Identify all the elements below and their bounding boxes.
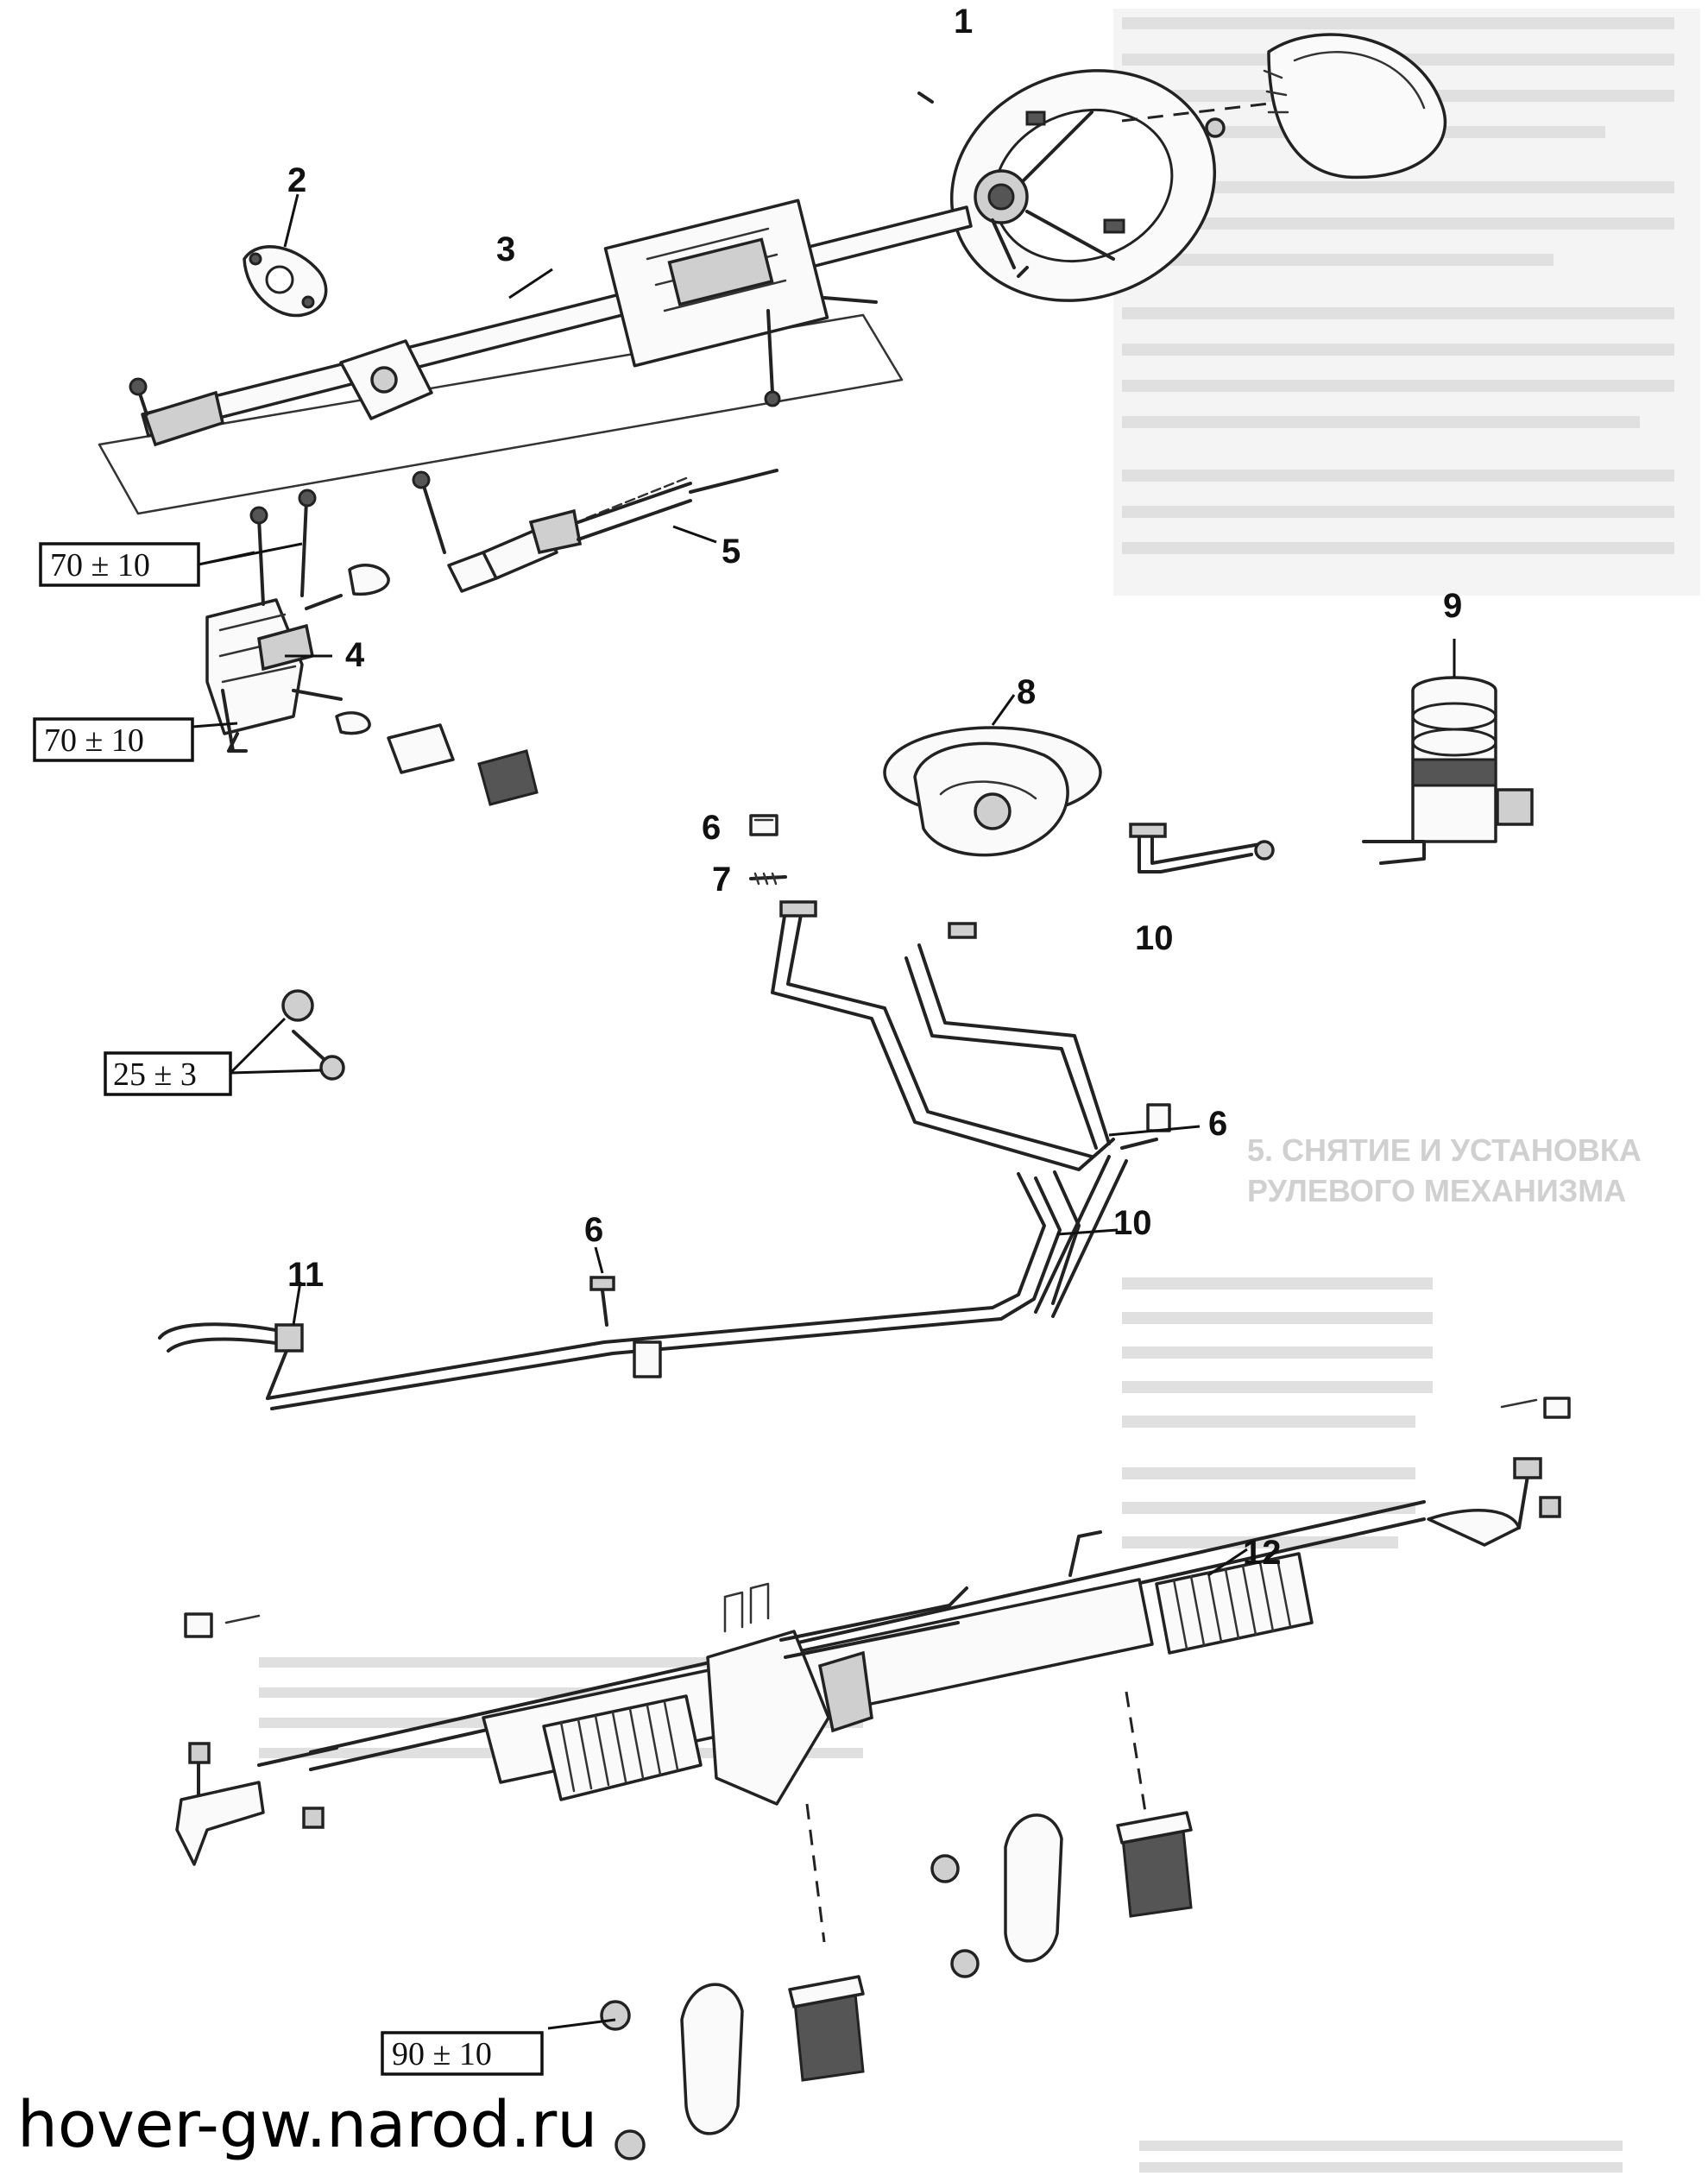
callout-10-main: 10 [1113, 1204, 1152, 1242]
torque-text-4: 90 ± 10 [392, 2036, 492, 2072]
callout-12: 12 [1243, 1534, 1282, 1572]
part-9-reservoir [1362, 639, 1534, 865]
part-10-hose-assembly [266, 900, 1201, 1410]
callout-labels: 1 2 3 4 5 6 7 8 9 10 6 10 6 11 12 [287, 3, 1462, 1572]
part-8-pump [883, 694, 1102, 857]
torque-25-fasteners [281, 989, 345, 1081]
part-11-return-hose [158, 1281, 304, 1400]
ghost-heading-line2: РУЛЕВОГО МЕХАНИЗМА [1247, 1173, 1626, 1208]
callout-5: 5 [722, 533, 741, 571]
callout-1: 1 [954, 3, 973, 41]
callout-6-bolt: 6 [584, 1211, 603, 1249]
torque-label-1: 70 ± 10 [39, 542, 303, 587]
part-10-pressure-hose-short [1129, 823, 1275, 873]
callout-6-upper: 6 [702, 809, 721, 847]
torque-text-2: 70 ± 10 [44, 722, 144, 759]
torque-label-2: 70 ± 10 [33, 717, 238, 762]
callout-6-right: 6 [1208, 1105, 1227, 1143]
callout-8: 8 [1017, 673, 1036, 711]
part-6-bolt [589, 1246, 615, 1327]
callout-10-upper: 10 [1135, 919, 1174, 957]
torque-text-1: 70 ± 10 [50, 547, 150, 583]
part-1-steering-wheel [917, 33, 1447, 302]
torque-label-4: 90 ± 10 [381, 2031, 544, 2076]
callout-2: 2 [287, 161, 306, 199]
part-6-clip-upper [749, 814, 778, 836]
part-4-lower-joint [205, 489, 539, 806]
part-5-intermediate-shaft [412, 469, 778, 593]
part-2-gasket [243, 193, 328, 318]
part-12-steering-rack [175, 1397, 1571, 2160]
callout-9: 9 [1443, 587, 1462, 625]
torque-text-3: 25 ± 3 [113, 1056, 197, 1093]
ghost-heading-line1: 5. СНЯТИЕ И УСТАНОВКА [1247, 1132, 1642, 1168]
watermark-url: hover-gw.narod.ru [17, 2088, 597, 2162]
part-7-clip [749, 872, 787, 886]
callout-4: 4 [345, 636, 365, 674]
callout-3: 3 [496, 230, 515, 268]
part-3-steering-column [98, 199, 973, 515]
callout-7: 7 [712, 861, 731, 899]
callout-11: 11 [287, 1256, 324, 1294]
torque-label-3: 25 ± 3 [104, 1017, 322, 1096]
